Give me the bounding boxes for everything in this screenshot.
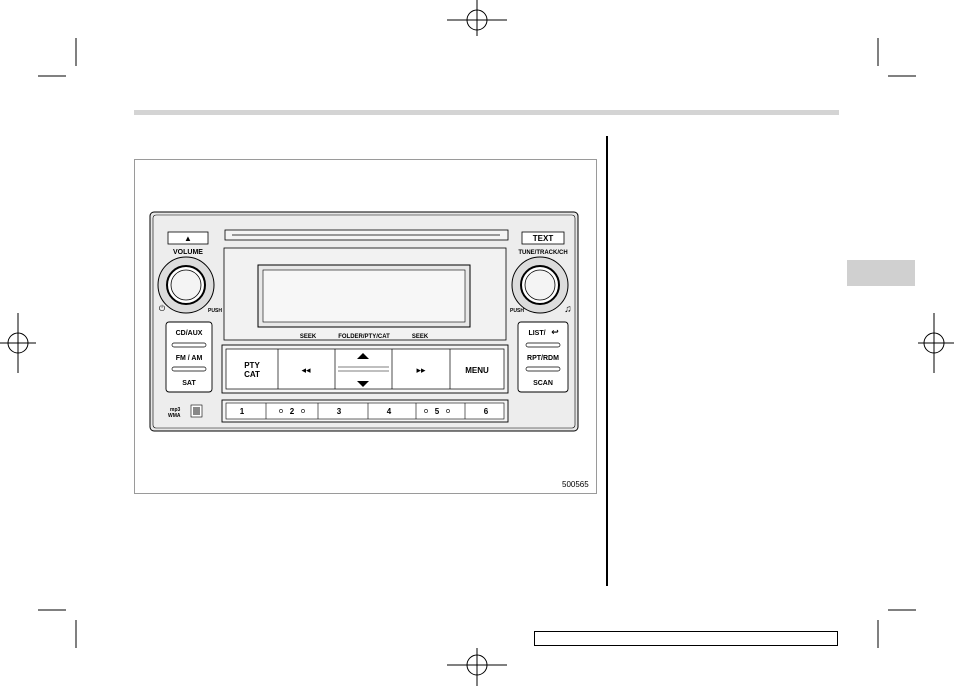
preset-5: 5 [435, 407, 440, 416]
section-tab [847, 260, 915, 286]
seek-right-label: SEEK [412, 334, 429, 340]
eject-icon: ▲ [184, 234, 192, 243]
eject-button [167, 231, 209, 245]
scan-button: SCAN [533, 380, 553, 387]
rewind-icon: ◂◂ [301, 365, 311, 375]
menu-button: MENU [465, 366, 489, 375]
registration-target-top [447, 0, 507, 36]
power-icon: ⏻ [159, 304, 166, 313]
header-rule [134, 110, 839, 115]
column-divider [606, 136, 608, 586]
list-button: LIST/ [528, 330, 545, 337]
push-label-right: PUSH [510, 308, 524, 314]
registration-target-right [918, 313, 954, 373]
wma-logo: WMA [168, 413, 181, 419]
registration-target-left [0, 313, 36, 373]
push-label-left: PUSH [208, 308, 222, 314]
fast-forward-icon: ▸▸ [416, 365, 426, 375]
seek-left-label: SEEK [300, 334, 317, 340]
rpt-rdm-button: RPT/RDM [527, 355, 559, 362]
fm-am-button: FM / AM [176, 355, 203, 362]
music-icon: ♫ [564, 304, 572, 315]
volume-label: VOLUME [173, 249, 203, 256]
folder-pty-cat-label: FOLDER/PTY/CAT [338, 334, 390, 340]
up-arrow-icon [357, 353, 369, 359]
preset-6: 6 [484, 407, 489, 416]
figure-frame [134, 159, 597, 494]
preset-1: 1 [240, 407, 245, 416]
source-buttons-panel [165, 321, 213, 393]
pty-label: PTY [244, 361, 260, 370]
footer-box [534, 631, 838, 646]
cat-label: CAT [244, 370, 260, 379]
preset-2: 2 [290, 407, 295, 416]
down-arrow-icon [357, 381, 369, 387]
return-icon: ↩ [551, 327, 559, 337]
cd-aux-button: CD/AUX [176, 330, 203, 337]
tune-label: TUNE/TRACK/CH [518, 250, 567, 256]
preset-3: 3 [337, 407, 342, 416]
text-button-label: TEXT [533, 234, 554, 243]
sat-button: SAT [182, 380, 196, 387]
preset-4: 4 [387, 407, 392, 416]
figure-id: 500565 [562, 480, 589, 489]
function-buttons-panel [517, 321, 569, 393]
mp3-logo: mp3 [170, 407, 181, 413]
text-button [521, 231, 565, 245]
registration-target-bottom [447, 648, 507, 686]
